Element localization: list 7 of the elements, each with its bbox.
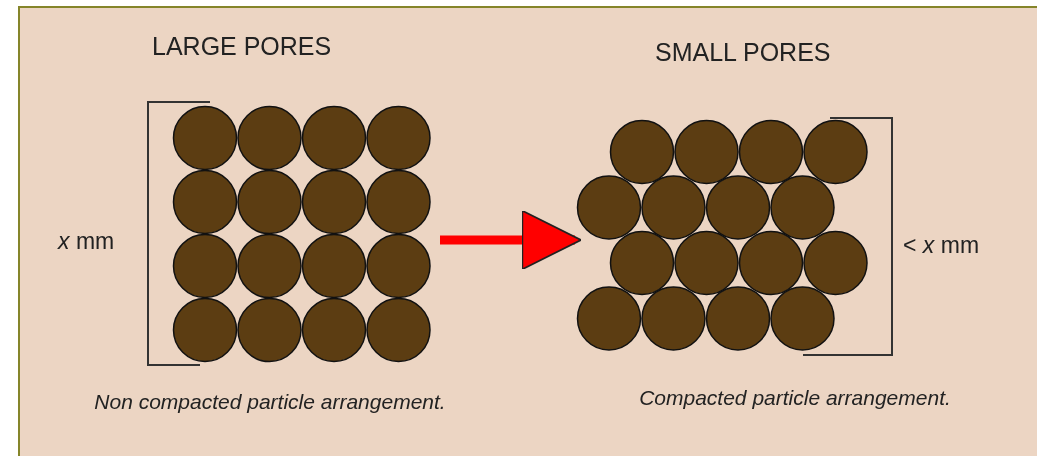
caption: Non compacted particle arrangement. [93, 389, 447, 415]
caption: Compacted particle arrangement. [638, 385, 952, 411]
dimension-label: < x mm [903, 231, 980, 260]
section-heading: SMALL PORES [655, 37, 831, 68]
arrow [440, 209, 582, 271]
dimension-label: x mm [58, 227, 115, 256]
section-heading: LARGE PORES [152, 31, 332, 62]
